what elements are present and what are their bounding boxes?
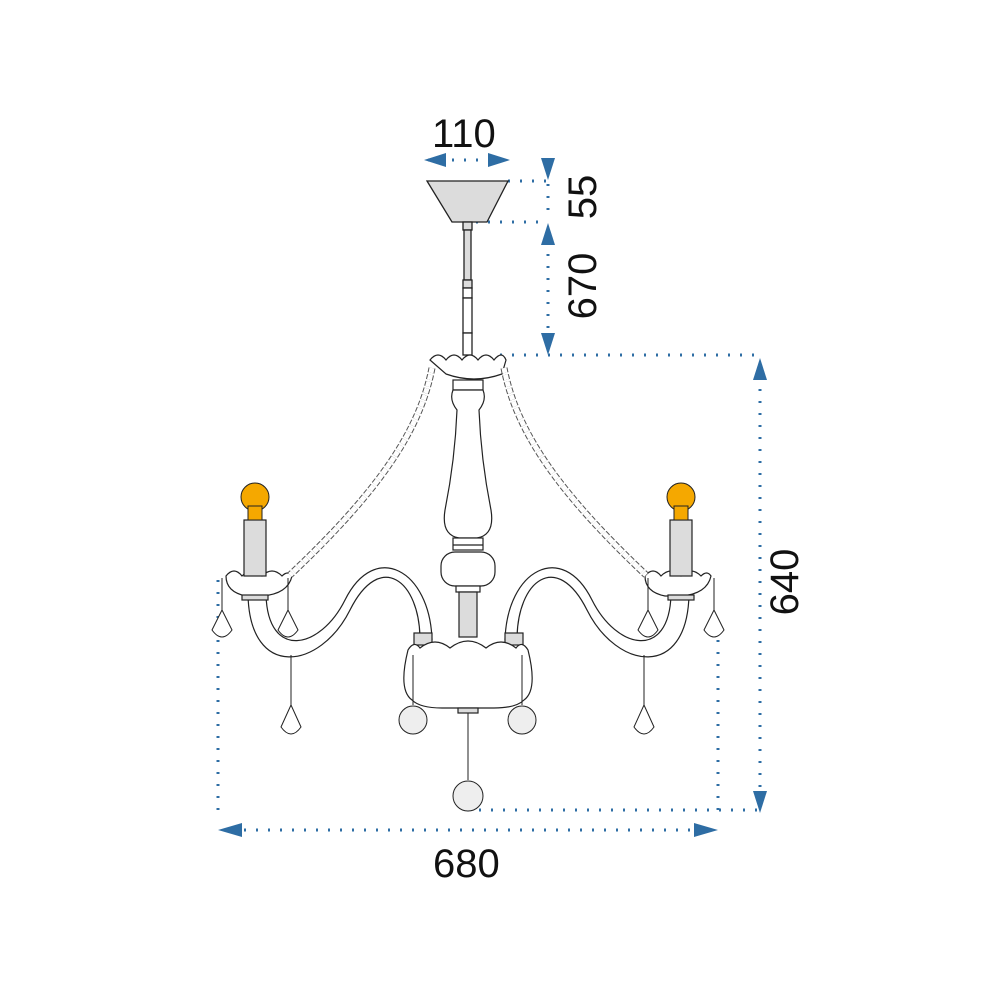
top-crown [429, 354, 507, 380]
bead-chains [287, 367, 649, 578]
canopy-height-label: 55 [561, 174, 605, 220]
dimension-arrows [218, 153, 767, 837]
body-height-label: 640 [763, 548, 807, 616]
candle-left [225, 519, 293, 601]
ball-crystals [398, 655, 537, 812]
bulb-icon [240, 482, 696, 521]
lower-bowl [403, 632, 533, 714]
canopy-width-label: 110 [432, 112, 496, 156]
central-column [440, 379, 496, 638]
rod-length-label: 670 [561, 252, 605, 320]
ceiling-canopy [425, 180, 510, 231]
chandelier-arms [247, 567, 690, 658]
suspension-rod [462, 229, 473, 356]
teardrop-crystals [211, 578, 725, 735]
candle-right [644, 519, 712, 601]
overall-width-label: 680 [433, 842, 500, 886]
